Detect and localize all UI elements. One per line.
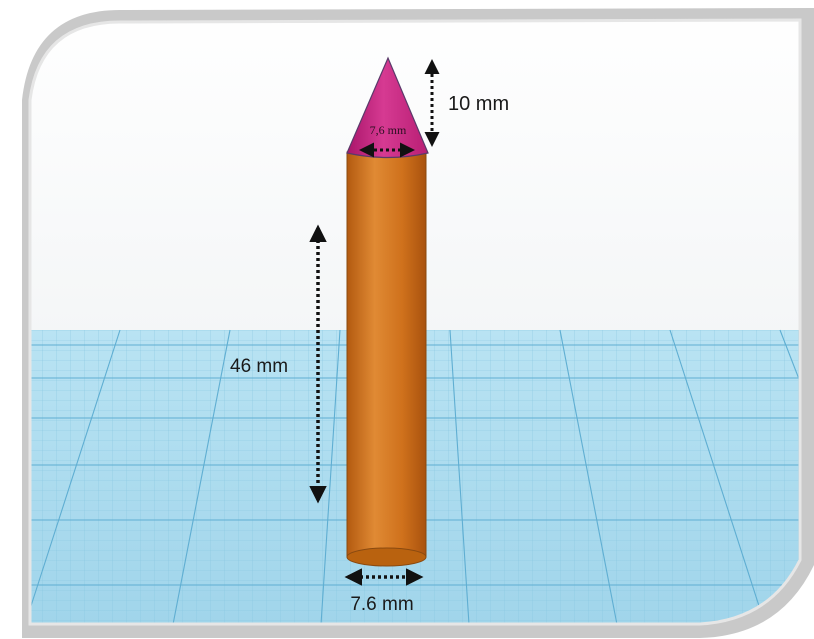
frame-border <box>28 18 802 626</box>
cylinder-height-label: 46 mm <box>230 356 288 377</box>
cone-diameter-label: 7,6 mm <box>370 123 407 137</box>
cone-height-label: 10 mm <box>448 93 509 115</box>
cylinder-body <box>346 151 427 567</box>
cylinder-diameter-label: 7.6 mm <box>350 594 413 615</box>
